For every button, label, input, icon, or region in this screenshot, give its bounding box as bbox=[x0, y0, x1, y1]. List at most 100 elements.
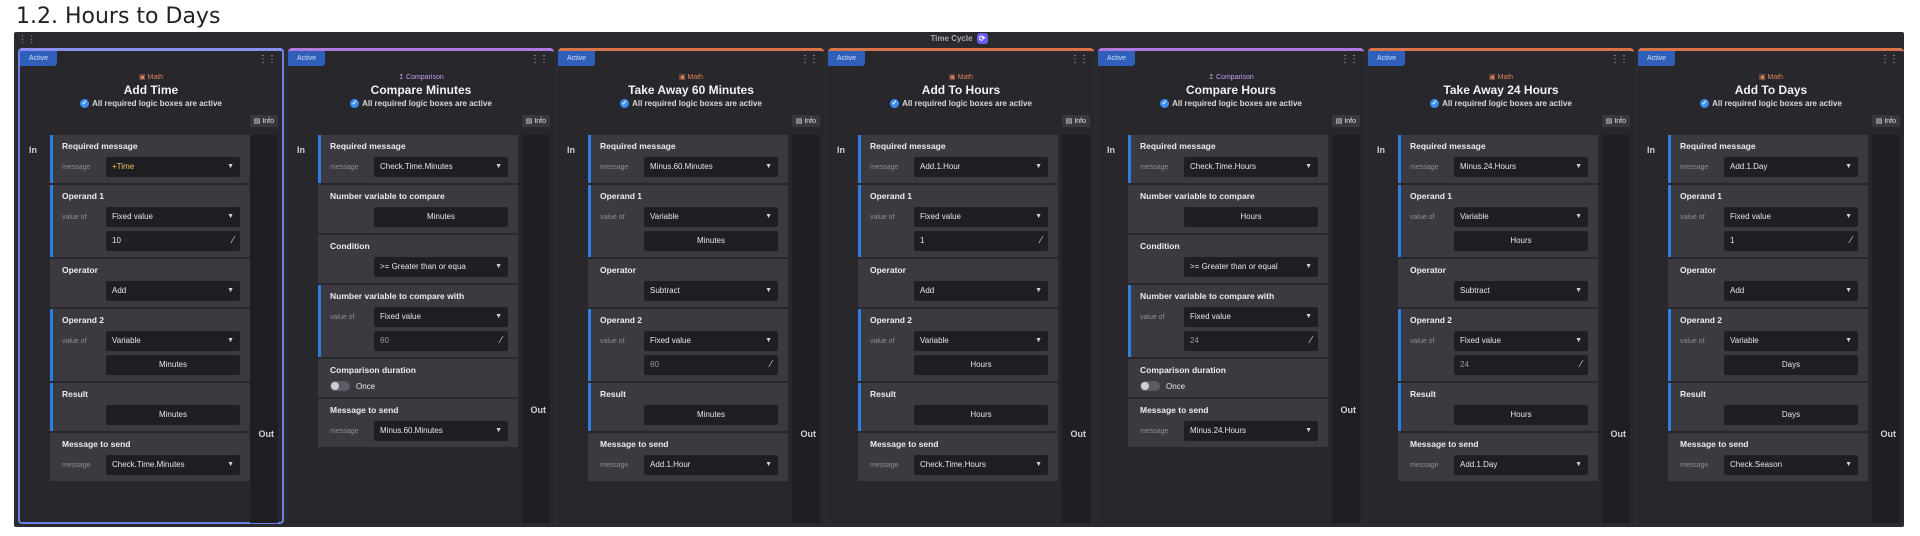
cycle-icon[interactable]: ⟳ bbox=[976, 33, 988, 45]
dropdown-select[interactable]: Check.Time.Minutes bbox=[374, 157, 508, 177]
dropdown-select[interactable]: Check.Time.Hours bbox=[1184, 157, 1318, 177]
info-button[interactable]: ▤ Info bbox=[1871, 115, 1900, 127]
drag-handle-icon[interactable]: ⋮⋮ bbox=[1880, 54, 1899, 65]
number-input[interactable]: 24 bbox=[1454, 355, 1588, 375]
dropdown-select[interactable]: Variable bbox=[106, 331, 240, 351]
dropdown-select[interactable]: Minus.24.Hours bbox=[1184, 421, 1318, 441]
active-badge[interactable]: Active bbox=[1638, 51, 1676, 66]
dropdown-select[interactable]: Check.Season bbox=[1724, 455, 1858, 475]
in-port[interactable]: In bbox=[29, 145, 37, 155]
in-port[interactable]: In bbox=[1647, 145, 1655, 155]
dropdown-select[interactable]: Fixed value bbox=[1724, 207, 1858, 227]
dropdown-select[interactable]: Add.1.Day bbox=[1454, 455, 1588, 475]
out-port[interactable]: Out bbox=[1610, 429, 1627, 439]
dropdown-select[interactable]: Fixed value bbox=[914, 207, 1048, 227]
dropdown-select[interactable]: Variable bbox=[914, 331, 1048, 351]
out-port[interactable]: Out bbox=[1880, 429, 1897, 439]
out-port[interactable]: Out bbox=[800, 429, 817, 439]
variable-field[interactable]: Minutes bbox=[644, 405, 778, 425]
variable-field[interactable]: Hours bbox=[1454, 405, 1588, 425]
in-port[interactable]: In bbox=[1107, 145, 1115, 155]
dropdown-select[interactable]: Fixed value bbox=[374, 307, 508, 327]
out-port[interactable]: Out bbox=[258, 429, 275, 439]
drag-handle-icon[interactable]: ⋮⋮ bbox=[1070, 54, 1089, 65]
dropdown-select[interactable]: Variable bbox=[1454, 207, 1588, 227]
in-port[interactable]: In bbox=[297, 145, 305, 155]
dropdown-select[interactable]: Add.1.Day bbox=[1724, 157, 1858, 177]
variable-field[interactable]: Hours bbox=[914, 355, 1048, 375]
dropdown-select[interactable]: Add.1.Hour bbox=[914, 157, 1048, 177]
in-port[interactable]: In bbox=[1377, 145, 1385, 155]
number-input[interactable]: 24 bbox=[1184, 331, 1318, 351]
dropdown-select[interactable]: Fixed value bbox=[1454, 331, 1588, 351]
dropdown-select[interactable]: Minus.60.Minutes bbox=[374, 421, 508, 441]
out-port[interactable]: Out bbox=[530, 405, 547, 415]
active-badge[interactable]: Active bbox=[1368, 51, 1406, 66]
variable-field[interactable]: Hours bbox=[1454, 231, 1588, 251]
active-badge[interactable]: Active bbox=[1098, 51, 1136, 66]
dropdown-select[interactable]: Add.1.Hour bbox=[644, 455, 778, 475]
duration-toggle[interactable] bbox=[330, 381, 350, 391]
number-input[interactable]: 60 bbox=[374, 331, 508, 351]
active-badge[interactable]: Active bbox=[288, 51, 326, 66]
dropdown-select[interactable]: Fixed value bbox=[106, 207, 240, 227]
in-port[interactable]: In bbox=[837, 145, 845, 155]
dropdown-select[interactable]: Variable bbox=[1724, 331, 1858, 351]
dropdown-select[interactable]: +Time bbox=[106, 157, 240, 177]
in-port[interactable]: In bbox=[567, 145, 575, 155]
dropdown-select[interactable]: Fixed value bbox=[1184, 307, 1318, 327]
drag-handle-icon[interactable]: ⋮⋮ bbox=[800, 54, 819, 65]
drag-handle-icon[interactable]: ⋮⋮ bbox=[18, 34, 36, 44]
drag-handle-icon[interactable]: ⋮⋮ bbox=[530, 54, 549, 65]
dropdown-select[interactable]: Subtract bbox=[644, 281, 778, 301]
step-label: Operator bbox=[1410, 265, 1446, 275]
active-badge[interactable]: Active bbox=[558, 51, 596, 66]
number-input[interactable]: 1 bbox=[914, 231, 1048, 251]
number-input[interactable]: 1 bbox=[1724, 231, 1858, 251]
out-port[interactable]: Out bbox=[1070, 429, 1087, 439]
out-port[interactable]: Out bbox=[1340, 405, 1357, 415]
info-button[interactable]: ▤ Info bbox=[1061, 115, 1090, 127]
dropdown-select[interactable]: >= Greater than or equal bbox=[1184, 257, 1318, 277]
info-button[interactable]: ▤ Info bbox=[791, 115, 820, 127]
dropdown-select[interactable]: Subtract bbox=[1454, 281, 1588, 301]
dropdown-select[interactable]: Variable bbox=[644, 207, 778, 227]
active-badge[interactable]: Active bbox=[828, 51, 866, 66]
variable-field[interactable]: Minutes bbox=[106, 405, 240, 425]
dropdown-select[interactable]: Add bbox=[914, 281, 1048, 301]
dropdown-select[interactable]: Minus.60.Minutes bbox=[644, 157, 778, 177]
info-button[interactable]: ▤ Info bbox=[1601, 115, 1630, 127]
info-button[interactable]: ▤ Info bbox=[249, 115, 278, 127]
variable-field[interactable]: Minutes bbox=[644, 231, 778, 251]
dropdown-select[interactable]: Minus.24.Hours bbox=[1454, 157, 1588, 177]
info-button[interactable]: ▤ Info bbox=[521, 115, 550, 127]
variable-field[interactable]: Minutes bbox=[374, 207, 508, 227]
dropdown-select[interactable]: Add bbox=[106, 281, 240, 301]
dropdown-select[interactable]: Add bbox=[1724, 281, 1858, 301]
duration-toggle[interactable] bbox=[1140, 381, 1160, 391]
drag-handle-icon[interactable]: ⋮⋮ bbox=[1340, 54, 1359, 65]
dropdown-select[interactable]: Check.Time.Hours bbox=[914, 455, 1048, 475]
variable-field[interactable]: Hours bbox=[914, 405, 1048, 425]
variable-field[interactable]: Days bbox=[1724, 405, 1858, 425]
dropdown-select[interactable]: >= Greater than or equa bbox=[374, 257, 508, 277]
variable-field[interactable]: Days bbox=[1724, 355, 1858, 375]
drag-handle-icon[interactable]: ⋮⋮ bbox=[1610, 54, 1629, 65]
variable-field[interactable]: Minutes bbox=[106, 355, 240, 375]
dropdown-select[interactable]: Check.Time.Minutes bbox=[106, 455, 240, 475]
info-button[interactable]: ▤ Info bbox=[1331, 115, 1360, 127]
variable-field[interactable]: Hours bbox=[1184, 207, 1318, 227]
number-input[interactable]: 10 bbox=[106, 231, 240, 251]
active-badge[interactable]: Active bbox=[20, 51, 58, 66]
number-input[interactable]: 60 bbox=[644, 355, 778, 375]
dropdown-select[interactable]: Fixed value bbox=[644, 331, 778, 351]
drag-handle-icon[interactable]: ⋮⋮ bbox=[258, 54, 277, 65]
